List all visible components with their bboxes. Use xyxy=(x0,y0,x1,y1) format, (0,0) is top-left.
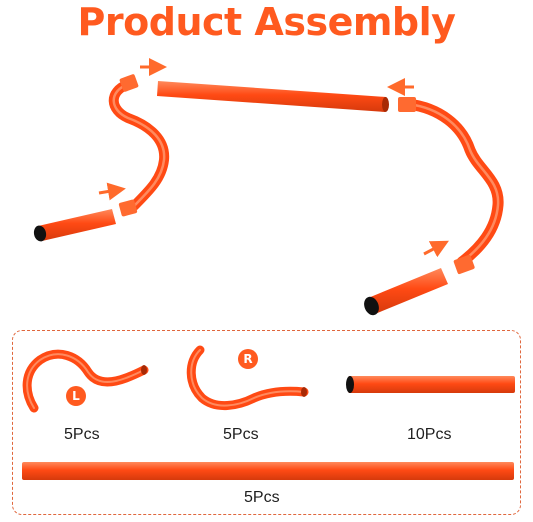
part-left-bend-image xyxy=(22,349,149,413)
part-right-bend-image xyxy=(186,345,309,410)
assembly-right-foot xyxy=(364,268,448,316)
assembly-right-bend xyxy=(398,97,504,275)
page-title: Product Assembly xyxy=(77,0,456,44)
parts-list-panel xyxy=(12,330,521,515)
assembly-long-bar xyxy=(157,81,389,112)
assembly-left-foot xyxy=(33,209,116,242)
insert-arrow-right-foot xyxy=(423,240,449,258)
left-bend-quantity: 5Pcs xyxy=(64,426,100,443)
part-short-tube-image xyxy=(346,376,515,393)
right-bend-quantity: 5Pcs xyxy=(223,426,259,443)
left-side-badge: L xyxy=(66,386,86,406)
part-long-tube-image xyxy=(22,462,514,480)
short-tube-quantity: 10Pcs xyxy=(407,426,452,443)
assembly-left-bend xyxy=(108,74,170,217)
long-tube-quantity: 5Pcs xyxy=(244,489,280,506)
insert-arrow-left-foot xyxy=(98,182,126,201)
right-side-badge: R xyxy=(238,349,258,369)
